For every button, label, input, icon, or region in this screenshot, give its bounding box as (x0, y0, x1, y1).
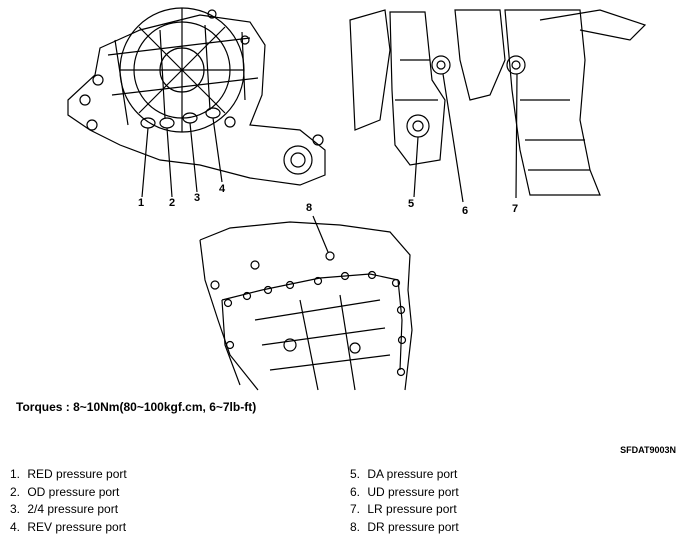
legend-item: 4. REV pressure port (10, 519, 127, 534)
figure-code: SFDAT9003N (620, 445, 676, 455)
legend-list-right: 5. DA pressure port 6. UD pressure port … (350, 466, 459, 536)
panel-top-right (349, 9, 647, 203)
callout-2: 2 (169, 197, 175, 209)
panel-top-left (67, 7, 326, 198)
callout-4: 4 (219, 183, 226, 195)
callout-7: 7 (512, 203, 518, 215)
legend-item: 1. RED pressure port (10, 467, 127, 481)
callout-5: 5 (408, 198, 414, 210)
callout-6: 6 (462, 205, 468, 217)
legend-item: 5. DA pressure port (350, 467, 458, 481)
legend-list-left: 1. RED pressure port 2. OD pressure port… (10, 466, 127, 536)
legend-item: 3. 2/4 pressure port (10, 502, 119, 516)
torque-spec: Torques : 8~10Nm(80~100kgf.cm, 6~7lb-ft) (16, 400, 257, 414)
legend-item: 2. OD pressure port (10, 484, 120, 499)
callout-1: 1 (138, 197, 144, 209)
transmission-diagram: 1 2 3 4 5 6 7 8 (67, 7, 647, 391)
legend-item: 8. DR pressure port (350, 519, 459, 534)
callout-3: 3 (194, 192, 200, 204)
panel-bottom (199, 215, 413, 391)
callout-8: 8 (306, 202, 312, 214)
legend-item: 7. LR pressure port (350, 502, 457, 516)
legend-item: 6. UD pressure port (350, 484, 459, 499)
